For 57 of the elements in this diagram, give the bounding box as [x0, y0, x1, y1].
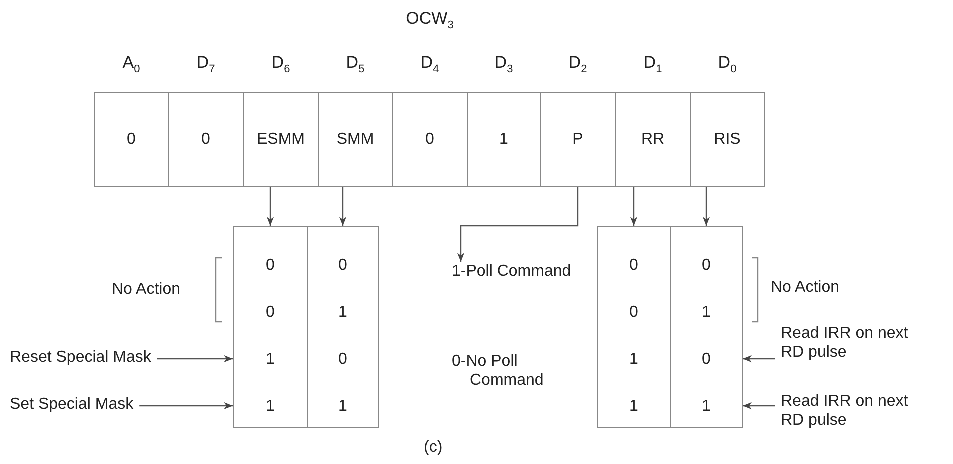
bit-label: D$_{5}$	[345, 52, 366, 76]
bracket-label: No Action	[112, 280, 180, 300]
bit-value: 1	[265, 350, 276, 370]
bit-label: D$_{6}$	[270, 52, 292, 76]
figure-caption: (c)	[424, 438, 443, 458]
register-cell: 0	[392, 92, 468, 187]
bit-value: 0	[701, 256, 712, 276]
register-cell: RIS	[690, 92, 765, 187]
bit-label: D$_{7}$	[196, 52, 216, 76]
truth-table-column	[670, 226, 743, 428]
bit-value: 1	[628, 397, 640, 417]
register-cell: 1	[467, 92, 541, 187]
arrow	[339, 187, 347, 226]
register-cell: 0	[168, 92, 244, 187]
bit-label: D$_{2}$	[568, 52, 588, 76]
annotation-text: 0-No Poll Command	[452, 352, 576, 390]
bit-label: A$_{0}$	[122, 52, 142, 76]
bit-value: 0	[265, 303, 276, 323]
annotation-text: Read IRR on next RD pulse	[781, 392, 921, 430]
bit-value: 1	[701, 397, 712, 417]
bracket-label: No Action	[771, 278, 840, 298]
annotation-text: Reset Special Mask	[10, 348, 152, 367]
truth-table-column	[597, 226, 671, 428]
arrow	[702, 187, 710, 226]
bit-value: 1	[338, 397, 348, 417]
bit-label: D$_{1}$	[642, 52, 664, 76]
arrow	[266, 187, 274, 226]
truth-table-column	[233, 226, 308, 428]
bit-value: 0	[338, 256, 348, 276]
bit-value: 0	[338, 350, 348, 370]
register-title: OCW$_{3}$	[405, 8, 455, 34]
annotation-text: 1-Poll Command	[452, 262, 576, 281]
bit-value: 0	[628, 256, 640, 276]
annotation-text: Set Special Mask	[10, 395, 134, 414]
arrow	[743, 402, 775, 410]
bit-value: 1	[701, 303, 712, 323]
register-cell: SMM	[318, 92, 393, 187]
bit-value: 1	[265, 397, 276, 417]
bit-label: D$_{4}$	[420, 52, 440, 76]
register-cell: RR	[615, 92, 691, 187]
bit-value: 0	[701, 350, 712, 370]
arrow	[157, 355, 233, 363]
bit-label: D$_{0}$	[717, 52, 738, 76]
bit-value: 1	[628, 350, 640, 370]
register-cell: 0	[94, 92, 169, 187]
arrow	[140, 402, 233, 410]
arrow	[743, 355, 775, 363]
bit-value: 0	[628, 303, 640, 323]
arrow	[630, 187, 638, 226]
register-cell: P	[540, 92, 616, 187]
bit-value: 0	[265, 256, 276, 276]
bit-value: 1	[338, 303, 348, 323]
arrow	[457, 187, 579, 262]
bit-label: D$_{3}$	[494, 52, 514, 76]
truth-table-column	[307, 226, 379, 428]
register-cell: ESMM	[243, 92, 319, 187]
annotation-text: Read IRR on next RD pulse	[781, 324, 921, 362]
